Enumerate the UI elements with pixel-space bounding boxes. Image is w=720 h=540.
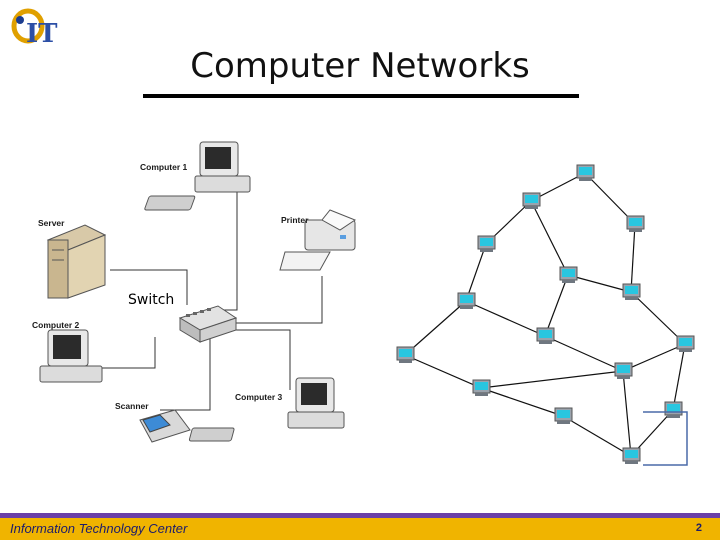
mesh-link (672, 343, 686, 411)
it-logo: IT (11, 8, 58, 49)
label-server: Server (38, 218, 65, 228)
footer-label: Information Technology Center (10, 521, 188, 536)
mesh-link (404, 354, 482, 389)
mesh-computer-icon (536, 327, 555, 344)
mesh-computer-icon (472, 379, 491, 396)
frame-corner (643, 411, 688, 466)
page-title: Computer Networks (190, 46, 530, 86)
scanner-icon (139, 409, 191, 443)
mesh-link (630, 223, 636, 293)
mesh-link (544, 274, 569, 337)
mesh-computer-icon (477, 235, 496, 252)
page-number: 2 (695, 522, 702, 534)
label-printer: Printer (281, 215, 309, 225)
mesh-computer-icon (676, 335, 695, 352)
computer-1-icon (144, 141, 251, 211)
mesh-network-diagram (396, 164, 695, 466)
mesh-computer-icon (457, 292, 476, 309)
mesh-link (465, 243, 487, 302)
mesh-computer-icon (576, 164, 595, 181)
mesh-computer-icon (626, 215, 645, 232)
mesh-computer-icon (522, 192, 541, 209)
mesh-computer-icon (622, 447, 641, 464)
computer-3-icon (188, 377, 345, 442)
mesh-computer-icon (622, 283, 641, 300)
switch-icon (178, 305, 238, 343)
mesh-link (622, 370, 632, 457)
mesh-link (404, 300, 467, 356)
mesh-link (480, 370, 624, 389)
mesh-link (465, 300, 546, 337)
mesh-link (622, 343, 686, 372)
mesh-link (630, 291, 686, 345)
mesh-computer-icon (664, 401, 683, 418)
mesh-link (544, 335, 624, 372)
mesh-computer-icon (559, 266, 578, 283)
mesh-link (480, 387, 564, 417)
label-computer-2: Computer 2 (32, 320, 80, 330)
printer-icon (279, 209, 357, 271)
computer-2-icon (39, 329, 103, 383)
label-computer-3: Computer 3 (235, 392, 283, 402)
footer-accent (0, 513, 720, 518)
logo-text: IT (26, 19, 58, 49)
label-scanner: Scanner (115, 401, 149, 411)
mesh-link (562, 415, 632, 457)
mesh-links (404, 172, 686, 457)
label-switch: Switch (128, 292, 175, 308)
mesh-link (567, 274, 632, 293)
label-computer-1: Computer 1 (140, 162, 188, 172)
star-network-diagram: Computer 1 Printer Server Computer 2 (32, 141, 357, 443)
title-underline (143, 94, 579, 98)
mesh-computer-icon (554, 407, 573, 424)
mesh-computer-icon (396, 346, 415, 363)
mesh-nodes (396, 164, 695, 464)
mesh-computer-icon (614, 362, 633, 379)
server-icon (46, 224, 107, 299)
mesh-link (530, 200, 569, 276)
